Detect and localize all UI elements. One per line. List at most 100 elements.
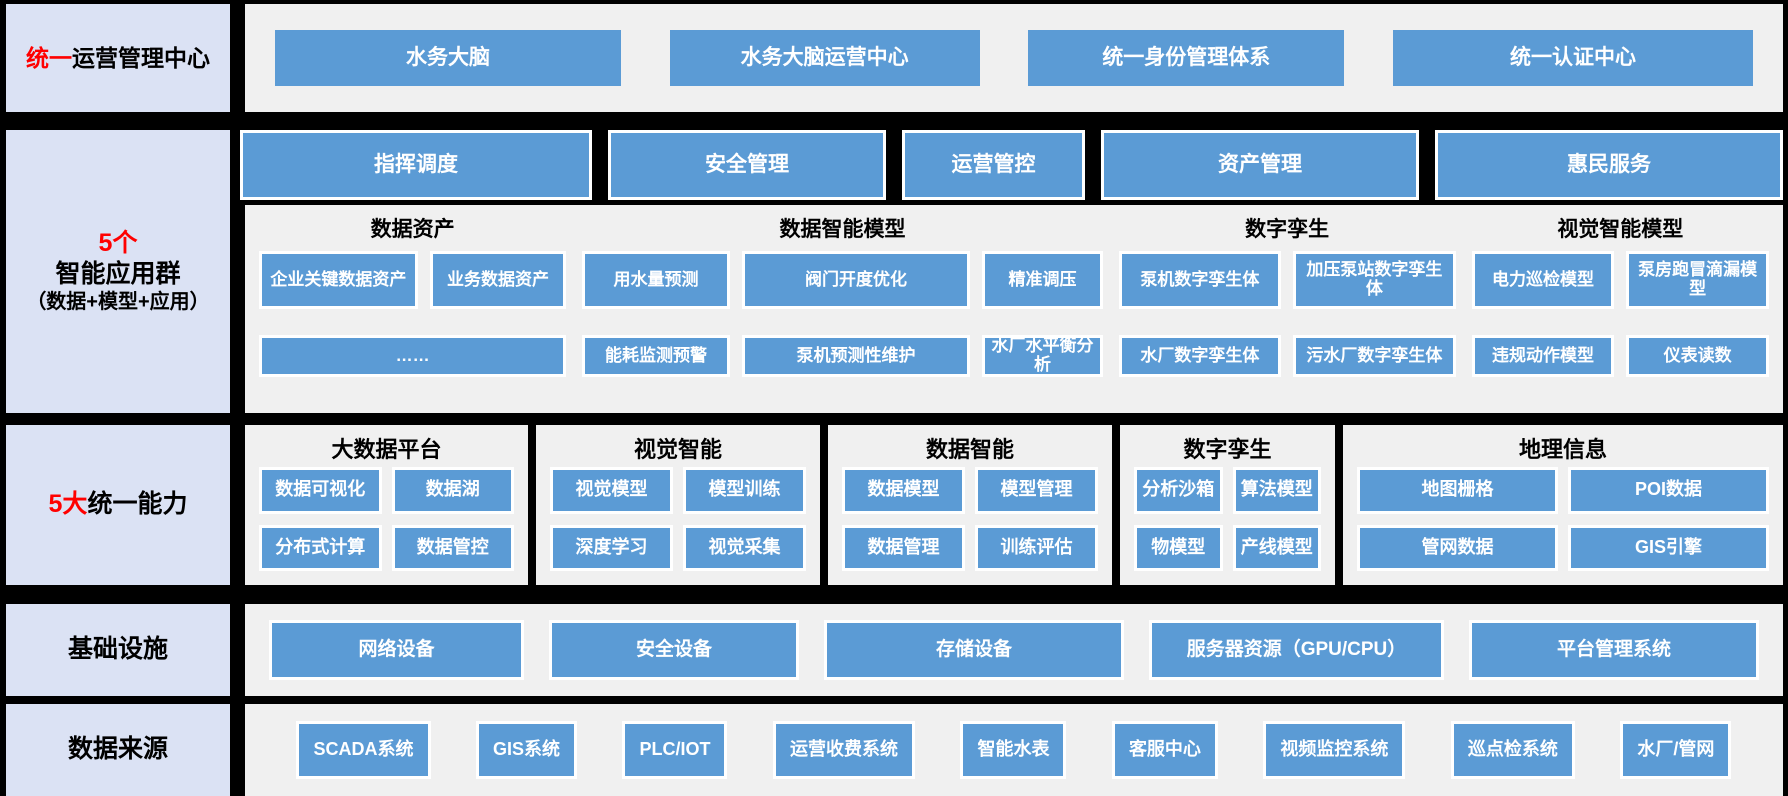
- data-source-box: 运营收费系统: [772, 721, 915, 779]
- capability-box: 物模型: [1134, 524, 1223, 571]
- sidebar-label-capabilities: 5大统一能力: [6, 425, 230, 585]
- group-box-row: 企业关键数据资产业务数据资产: [259, 251, 567, 309]
- group-box-row: 电力巡检模型泵房跑冒滴漏模型: [1471, 251, 1770, 309]
- capability-box: 数据模型: [842, 467, 965, 514]
- infrastructure-row: 基础设施 网络设备安全设备存储设备服务器资源（GPU/CPU） 平台管理系统: [0, 604, 1788, 696]
- capability-box: GIS引擎: [1568, 524, 1769, 571]
- capability-grid: 分析沙箱算法模型物模型产线模型: [1134, 467, 1321, 571]
- capability-box: 模型训练: [683, 467, 806, 514]
- capability-box: 管网数据: [1357, 524, 1558, 571]
- app-box: 污水厂数字孪生体: [1293, 335, 1456, 377]
- capability-box: 视觉采集: [683, 524, 806, 571]
- capability-title: 数字孪生: [1183, 437, 1272, 462]
- rest-text: 运营管理中心: [72, 44, 210, 71]
- sidebar-app-groups-line2: 智能应用群: [55, 260, 181, 288]
- group-box-row: 水厂数字孪生体污水厂数字孪生体: [1118, 335, 1456, 377]
- sidebar-label-infrastructure: 基础设施: [6, 604, 230, 696]
- sidebar-label-infrastructure-text: 基础设施: [67, 635, 168, 664]
- capability-panel: 数据智能数据模型模型管理数据管理训练评估: [828, 425, 1112, 585]
- infrastructure-box: 服务器资源（GPU/CPU）: [1149, 620, 1444, 680]
- group-box-row: 用水量预测阀门开度优化精准调压: [582, 251, 1103, 309]
- data-source-box: 智能水表: [960, 721, 1067, 779]
- infrastructure-box: 安全设备: [549, 620, 799, 680]
- capability-box: 地图栅格: [1357, 467, 1558, 514]
- data-source-box: 视频监控系统: [1263, 721, 1406, 779]
- infrastructure-box: 存储设备: [824, 620, 1124, 680]
- app-box: 用水量预测: [582, 251, 730, 309]
- app-box: 仪表读数: [1626, 335, 1770, 377]
- app-header-box: 安全管理: [608, 130, 886, 200]
- capability-panel: 数字孪生分析沙箱算法模型物模型产线模型: [1120, 425, 1335, 585]
- capability-box: 模型管理: [975, 467, 1098, 514]
- infrastructure-box: 平台管理系统: [1469, 620, 1759, 680]
- app-box: 能耗监测预警: [582, 335, 730, 377]
- infrastructure-box: 网络设备: [269, 620, 524, 680]
- sidebar-label-data-sources: 数据来源: [6, 704, 230, 796]
- capability-box: 算法模型: [1232, 467, 1321, 514]
- capability-title: 数据智能: [925, 437, 1014, 462]
- sidebar-label-data-sources-text: 数据来源: [67, 735, 168, 764]
- group-title: 数据智能模型: [779, 218, 906, 241]
- sidebar-label-app-groups: 5个 智能应用群 （数据+模型+应用）: [6, 130, 230, 413]
- group-box-row: 能耗监测预警泵机预测性维护水厂水平衡分析: [582, 335, 1103, 377]
- data-source-box: PLC/IOT: [622, 721, 728, 779]
- highlight-text: 统一: [26, 44, 72, 71]
- app-box: ……: [259, 335, 567, 377]
- app-groups-panel: 数据资产企业关键数据资产业务数据资产 …… 数据智能模型用水量预测阀门开度优化精准调…: [245, 205, 1783, 413]
- data-source-box: SCADA系统: [296, 721, 431, 779]
- capability-title: 大数据平台: [331, 437, 442, 462]
- group-box-row: ……: [259, 335, 567, 377]
- app-header-box: 资产管理: [1101, 130, 1419, 200]
- app-box: 业务数据资产: [429, 251, 567, 309]
- app-box: 加压泵站数字孪生体: [1293, 251, 1456, 309]
- infrastructure-panel: 网络设备安全设备存储设备服务器资源（GPU/CPU） 平台管理系统: [245, 604, 1783, 696]
- data-source-box: 水厂/管网: [1620, 721, 1732, 779]
- capability-box: 分布式计算: [259, 524, 382, 571]
- app-box: 水厂水平衡分析: [982, 335, 1103, 377]
- unified-ops-panel: 水务大脑水务大脑运营中心统一身份管理体系统一认证中心: [245, 4, 1783, 112]
- capability-grid: 数据模型模型管理数据管理训练评估: [842, 467, 1098, 571]
- app-header-box: 指挥调度: [240, 130, 592, 200]
- sidebar-app-groups-line1: 5个: [98, 228, 138, 257]
- module-box: 统一身份管理体系: [1028, 30, 1345, 86]
- capabilities-row: 5大统一能力 大数据平台数据可视化数据湖分布式计算数据管控视觉智能视觉模型模型训…: [0, 425, 1788, 585]
- capability-grid: 视觉模型模型训练深度学习视觉采集: [550, 467, 806, 571]
- app-box: 阀门开度优化: [741, 251, 971, 309]
- capability-panel: 大数据平台数据可视化数据湖分布式计算数据管控: [245, 425, 528, 585]
- module-box: 水务大脑运营中心: [669, 30, 980, 86]
- app-box: 泵房跑冒滴漏模型: [1626, 251, 1770, 309]
- app-box: 精准调压: [982, 251, 1103, 309]
- capability-title: 视觉智能: [633, 437, 722, 462]
- unified-ops-row: 统一运营管理中心 水务大脑水务大脑运营中心统一身份管理体系统一认证中心: [0, 4, 1788, 112]
- capability-box: POI数据: [1568, 467, 1769, 514]
- highlight-text: 5大: [48, 490, 88, 519]
- capability-grid: 数据可视化数据湖分布式计算数据管控: [259, 467, 514, 571]
- group-title: 数据资产: [370, 218, 455, 241]
- group-title: 视觉智能模型: [1557, 218, 1684, 241]
- app-header-box: 惠民服务: [1435, 130, 1783, 200]
- rest-text: 统一能力: [87, 490, 188, 519]
- capability-panel: 视觉智能视觉模型模型训练深度学习视觉采集: [536, 425, 820, 585]
- capability-box: 数据管理: [842, 524, 965, 571]
- group-box-row: 泵机数字孪生体加压泵站数字孪生体: [1118, 251, 1456, 309]
- capability-box: 深度学习: [550, 524, 673, 571]
- group-box-row: 违规动作模型仪表读数: [1471, 335, 1770, 377]
- capability-title: 地理信息: [1518, 437, 1607, 462]
- app-headers-strip: 指挥调度安全管理运营管控资产管理惠民服务: [240, 130, 1783, 200]
- capability-box: 数据湖: [391, 467, 514, 514]
- app-box: 泵机数字孪生体: [1118, 251, 1282, 309]
- app-box: 泵机预测性维护: [741, 335, 971, 377]
- sidebar-app-groups-line3: （数据+模型+应用）: [26, 291, 210, 314]
- sidebar-label-unified-ops-text: 统一运营管理中心: [26, 44, 210, 73]
- app-group: 视觉智能模型电力巡检模型泵房跑冒滴漏模型违规动作模型仪表读数: [1471, 213, 1770, 413]
- app-header-box: 运营管控: [902, 130, 1085, 200]
- capability-box: 数据管控: [391, 524, 514, 571]
- capability-box: 视觉模型: [550, 467, 673, 514]
- capability-box: 分析沙箱: [1134, 467, 1223, 514]
- app-box: 企业关键数据资产: [259, 251, 418, 309]
- sidebar-label-capabilities-text: 5大统一能力: [49, 489, 188, 520]
- group-title: 数字孪生: [1245, 218, 1330, 241]
